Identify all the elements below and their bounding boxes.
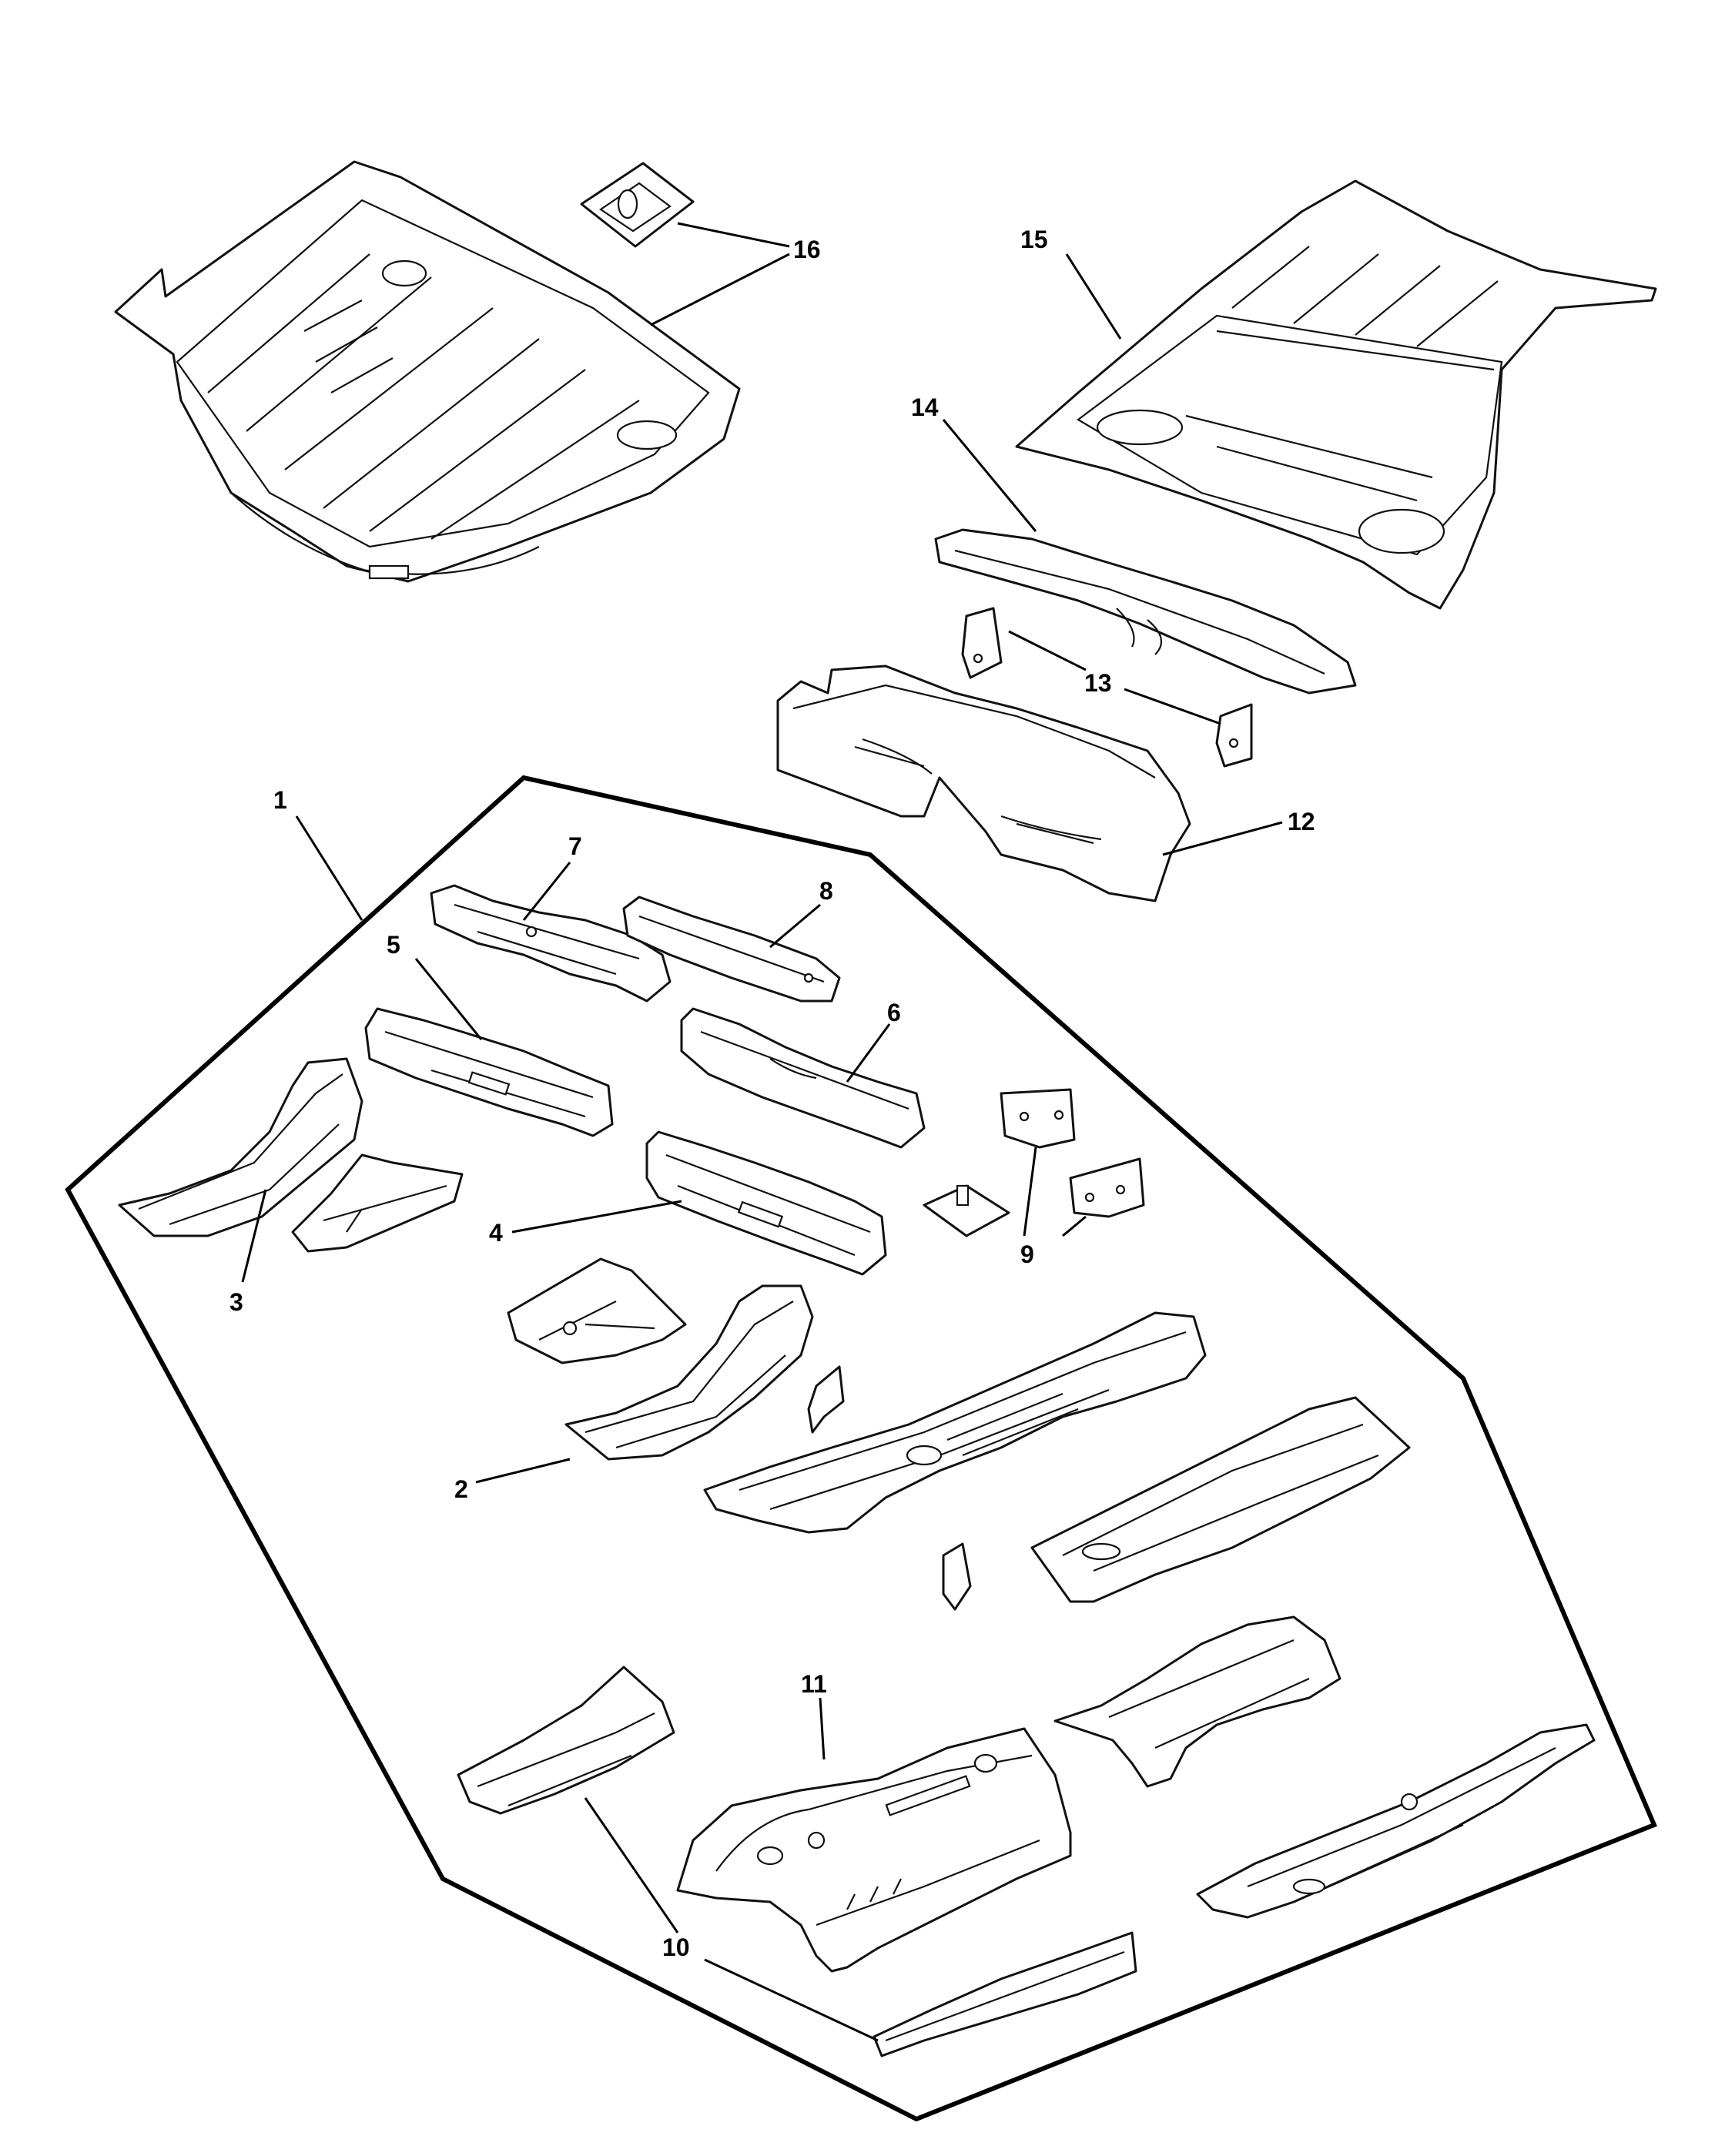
part-3-rail bbox=[118, 1057, 363, 1237]
part-6-crossmember bbox=[680, 1007, 926, 1149]
leader-4 bbox=[511, 1200, 682, 1234]
part-11-front-floor bbox=[676, 1727, 1072, 1973]
callout-14: 14 bbox=[911, 393, 939, 421]
callout-4: 4 bbox=[489, 1219, 503, 1247]
part-13-bracket-right bbox=[1215, 703, 1253, 768]
part-4-crossmember bbox=[645, 1130, 887, 1276]
leader-8 bbox=[769, 903, 821, 949]
callout-3: 3 bbox=[229, 1288, 243, 1316]
callout-10: 10 bbox=[662, 1933, 690, 1961]
leader-13b bbox=[1124, 688, 1221, 725]
small-post bbox=[942, 1542, 972, 1611]
bracket-above-2 bbox=[507, 1257, 687, 1364]
part-9-bracket-top bbox=[1000, 1088, 1076, 1149]
leader-10b bbox=[704, 1958, 879, 2042]
assembly-boundary bbox=[65, 775, 1657, 2122]
right-tunnel-brace bbox=[1053, 1615, 1341, 1788]
leader-15 bbox=[1065, 253, 1122, 340]
leader-6 bbox=[846, 1023, 891, 1083]
callout-5: 5 bbox=[387, 931, 400, 959]
callout-13: 13 bbox=[1084, 669, 1112, 697]
callout-6: 6 bbox=[887, 999, 901, 1026]
callout-11: 11 bbox=[801, 1670, 827, 1698]
callout-7: 7 bbox=[568, 832, 582, 860]
part-2-rail bbox=[564, 1284, 814, 1461]
leader-7 bbox=[522, 862, 571, 921]
callout-16: 16 bbox=[793, 236, 821, 263]
leader-2 bbox=[475, 1458, 571, 1484]
part-16-rear-floor-pan bbox=[114, 160, 741, 583]
part-15-rear-floor bbox=[1015, 179, 1657, 610]
leader-10a bbox=[584, 1797, 679, 1933]
callout-1: 1 bbox=[273, 786, 287, 814]
callout-15: 15 bbox=[1020, 226, 1048, 253]
part-9-bracket-bottom bbox=[1069, 1157, 1145, 1218]
callout-2: 2 bbox=[454, 1475, 468, 1503]
callout-labels: 1 2 3 4 5 6 7 8 9 10 11 12 13 14 15 16 bbox=[229, 226, 1315, 1961]
leader-16a bbox=[677, 222, 790, 248]
small-plate bbox=[923, 1184, 1010, 1237]
leader-1 bbox=[295, 815, 363, 921]
part-16-bracket bbox=[580, 162, 695, 248]
leader-12 bbox=[1162, 821, 1283, 856]
part-12-rear-crossmember bbox=[776, 665, 1191, 902]
leader-16b bbox=[650, 253, 790, 326]
leader-11 bbox=[819, 1697, 826, 1760]
leader-9b bbox=[1062, 1215, 1087, 1237]
part-8-crossmember bbox=[622, 896, 841, 1003]
right-floor-panel bbox=[1030, 1396, 1411, 1603]
part-14-crossmember bbox=[934, 528, 1357, 695]
part-13-bracket-left bbox=[961, 607, 1003, 679]
leader-14 bbox=[942, 419, 1037, 532]
callout-9: 9 bbox=[1020, 1240, 1034, 1268]
center-floor-panel bbox=[703, 1311, 1207, 1534]
callout-12: 12 bbox=[1288, 808, 1315, 835]
part-10-rail-lower bbox=[873, 1931, 1137, 2057]
small-clip bbox=[807, 1365, 845, 1434]
leader-9a bbox=[1023, 1147, 1037, 1237]
callout-8: 8 bbox=[819, 877, 833, 905]
part-5-crossmember bbox=[364, 1007, 614, 1137]
right-front-floor bbox=[1196, 1723, 1596, 1919]
leader-lines bbox=[241, 222, 1283, 2042]
part-7-crossmember bbox=[430, 884, 672, 1003]
leader-13a bbox=[1008, 630, 1087, 671]
part-10-rail-upper bbox=[457, 1666, 675, 1815]
leader-5 bbox=[414, 958, 483, 1040]
leader-3 bbox=[241, 1189, 267, 1283]
part-3-bracket bbox=[291, 1153, 464, 1253]
